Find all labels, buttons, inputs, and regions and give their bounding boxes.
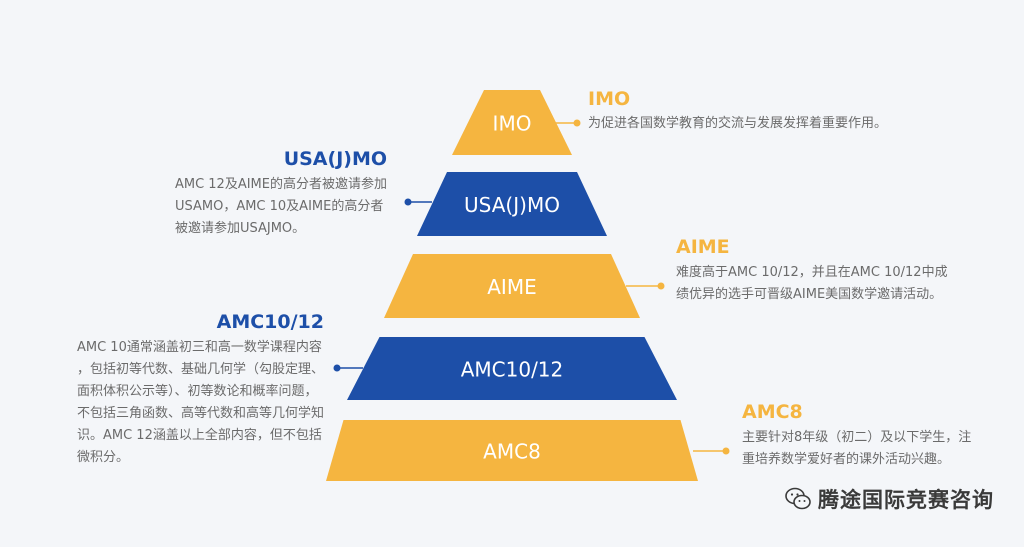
annotation-amc8-line: 主要针对8年级（初二）及以下学生，注 bbox=[742, 430, 972, 445]
tier-label-aime: AIME bbox=[487, 275, 536, 299]
connectors bbox=[333, 119, 730, 455]
watermark: 腾途国际竞赛咨询 bbox=[784, 484, 994, 514]
annotation-amc1012-line: ，包括初等代数、基础几何学（勾股定理、 bbox=[76, 362, 324, 377]
tier-amc1012 bbox=[347, 337, 677, 400]
annotation-amc1012: AMC10/12 AMC 10通常涵盖初三和高一数学课程内容 ，包括初等代数、基… bbox=[77, 311, 324, 469]
annotation-amc8-title: AMC8 bbox=[742, 401, 803, 423]
tier-imo bbox=[452, 90, 572, 155]
annotation-usajmo: USA(J)MO AMC 12及AIME的高分者被邀请参加 USAMO，AMC … bbox=[175, 148, 387, 240]
annotation-aime-title: AIME bbox=[676, 236, 730, 258]
connector-dot-aime bbox=[657, 282, 665, 290]
connector-dot-amc1012 bbox=[333, 364, 341, 372]
tier-label-imo: IMO bbox=[493, 112, 532, 136]
connector-dot-amc8 bbox=[722, 447, 730, 455]
annotation-imo-body: 为促进各国数学教育的交流与发展发挥着重要作用。 bbox=[588, 113, 887, 135]
tier-label-usajmo: USA(J)MO bbox=[464, 193, 560, 217]
tier-label-amc1012: AMC10/12 bbox=[461, 358, 564, 382]
annotation-amc1012-title: AMC10/12 bbox=[216, 311, 324, 333]
annotation-aime-body: 难度高于AMC 10/12，并且在AMC 10/12中成 绩优异的选手可晋级AI… bbox=[676, 262, 948, 306]
annotation-amc1012-body: AMC 10通常涵盖初三和高一数学课程内容 ，包括初等代数、基础几何学（勾股定理… bbox=[77, 337, 324, 469]
annotation-amc8: AMC8 主要针对8年级（初二）及以下学生，注 重培养数学爱好者的课外活动兴趣。 bbox=[742, 401, 971, 471]
connector-dot-imo bbox=[573, 119, 581, 127]
annotation-amc1012-line: 微积分。 bbox=[76, 450, 129, 465]
annotation-usajmo-title: USA(J)MO bbox=[283, 148, 387, 170]
annotation-usajmo-line: USAMO，AMC 10及AIME的高分者 bbox=[174, 199, 384, 214]
annotation-aime-line: 难度高于AMC 10/12，并且在AMC 10/12中成 bbox=[676, 265, 948, 280]
connector-dot-usajmo bbox=[404, 198, 412, 206]
tier-usajmo bbox=[417, 172, 607, 236]
annotation-usajmo-body: AMC 12及AIME的高分者被邀请参加 USAMO，AMC 10及AIME的高… bbox=[175, 174, 387, 240]
annotation-amc1012-line: 面积体积公示等）、初等数论和概率问题， bbox=[76, 384, 318, 399]
tier-label-amc8: AMC8 bbox=[483, 440, 541, 464]
annotation-imo: IMO 为促进各国数学教育的交流与发展发挥着重要作用。 bbox=[588, 88, 887, 135]
annotation-usajmo-line: AMC 12及AIME的高分者被邀请参加 bbox=[174, 177, 387, 192]
annotation-amc1012-line: 识。AMC 12涵盖以上全部内容，但不包括 bbox=[76, 428, 322, 443]
annotation-imo-line: 为促进各国数学教育的交流与发展发挥着重要作用。 bbox=[588, 116, 888, 131]
annotation-amc1012-line: 不包括三角函数、高等代数和高等几何学知 bbox=[76, 406, 324, 421]
watermark-text: 腾途国际竞赛咨询 bbox=[818, 488, 994, 512]
annotation-aime-line: 绩优异的选手可晋级AIME美国数学邀请活动。 bbox=[676, 287, 943, 302]
annotation-aime: AIME 难度高于AMC 10/12，并且在AMC 10/12中成 绩优异的选手… bbox=[676, 236, 948, 306]
annotation-usajmo-line: 被邀请参加USAJMO。 bbox=[174, 221, 306, 236]
tier-amc8 bbox=[326, 420, 698, 481]
annotation-amc1012-line: AMC 10通常涵盖初三和高一数学课程内容 bbox=[76, 340, 322, 355]
annotation-imo-title: IMO bbox=[588, 88, 631, 110]
annotation-amc8-body: 主要针对8年级（初二）及以下学生，注 重培养数学爱好者的课外活动兴趣。 bbox=[742, 427, 971, 471]
wechat-icon bbox=[785, 487, 811, 510]
annotation-amc8-line: 重培养数学爱好者的课外活动兴趣。 bbox=[742, 452, 951, 467]
tier-aime bbox=[384, 254, 640, 318]
